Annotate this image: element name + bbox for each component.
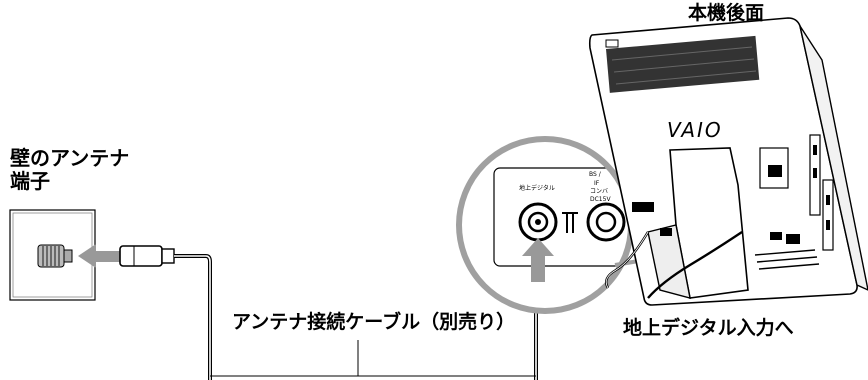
bs-label-line3: コンバ <box>590 188 608 195</box>
zoom-circle: 地上デジタル BS / IF コンバ DC15V <box>456 136 634 314</box>
vaio-logo: VAIO <box>667 118 723 142</box>
wall-jack-label-line1: 壁のアンテナ <box>10 146 130 170</box>
bs-label-line2: IF <box>594 180 600 187</box>
rear-panel-label: 本機後面 <box>688 2 765 24</box>
terrestrial-input-label: 地上デジタル入力へ <box>623 317 794 339</box>
bs-label-line4: DC15V <box>590 196 611 203</box>
bs-label-line1: BS / <box>589 171 602 178</box>
computer-rear-view <box>588 17 868 306</box>
arrow-to-wall-icon <box>78 244 120 268</box>
wall-jack-label-line2: 端子 <box>10 169 50 193</box>
arrow-up-icon <box>522 238 554 282</box>
wall-jack-label: 壁のアンテナ 端子 <box>10 147 129 193</box>
terrestrial-port-label: 地上デジタル <box>519 184 555 192</box>
cable-label: アンテナ接続ケーブル（別売り） <box>232 311 516 333</box>
